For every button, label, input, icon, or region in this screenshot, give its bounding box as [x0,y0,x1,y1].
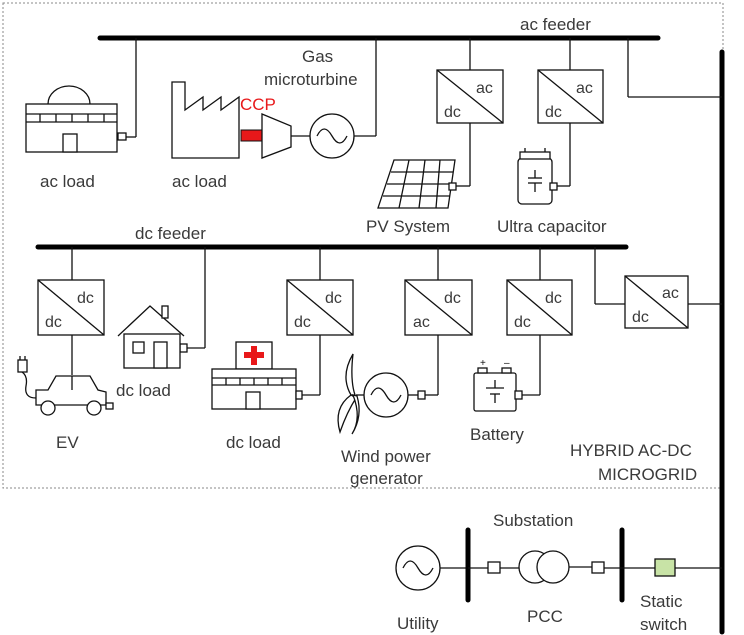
ac-load-1-label: ac load [40,172,95,191]
static-label-1: Static [640,592,683,611]
ev-converter [37,247,105,375]
ac-feeder-label: ac feeder [520,15,591,34]
hospital-converter [286,247,354,396]
wind-label-1: Wind power [341,447,431,466]
ultracap-converter [537,38,604,187]
ccp-label: CCP [240,95,276,114]
hybrid-label-1: HYBRID AC-DC [570,441,692,460]
pv-panel-icon [377,159,457,209]
static-switch [622,558,722,577]
ac-feeder-tie [627,38,722,98]
ultracap-label: Ultra capacitor [497,217,607,236]
ultracap-converter-bottom: dc [545,104,562,121]
hybrid-label-2: MICROGRID [598,465,697,484]
wind-converter-bottom: ac [413,314,430,331]
ultracapacitor-icon [517,148,558,205]
dc-load-house [117,247,206,369]
interlink-converter-top: ac [662,285,679,302]
battery-converter [506,247,573,396]
battery-label: Battery [470,425,524,444]
pv-converter-bottom: dc [444,104,461,121]
ev-label: EV [56,433,79,452]
ultracap-converter-top: ac [576,80,593,97]
wind-converter [404,247,473,396]
pcc-transformer [468,550,622,584]
dc-load-1-label: dc load [116,381,171,400]
battery-converter-bottom: dc [514,314,531,331]
ev-car-icon [17,356,114,416]
interlink-converter [594,247,722,329]
ac-load-factory [171,81,240,159]
pv-system-label: PV System [366,217,450,236]
utility-source [395,545,468,591]
static-label-2: switch [640,615,687,634]
gas-label-2: microturbine [264,70,358,89]
dc-feeder-label: dc feeder [135,224,206,243]
wind-label-2: generator [350,469,423,488]
wind-converter-top: dc [444,290,461,307]
hospital-converter-bottom: dc [294,314,311,331]
dc-load-2-label: dc load [226,433,281,452]
battery-icon: + – [473,358,523,412]
gas-microturbine [261,38,377,159]
ev-converter-top: dc [77,290,94,307]
svg-text:+: + [480,358,486,369]
interlink-converter-bottom: dc [632,309,649,326]
substation-label: Substation [493,511,573,530]
ccp-coupling [240,129,263,142]
ev-converter-bottom: dc [45,314,62,331]
wind-turbine-icon [337,353,426,435]
hospital-converter-top: dc [325,290,342,307]
pv-converter [436,38,504,187]
gas-label-1: Gas [302,47,333,66]
svg-text:–: – [504,358,510,369]
ac-load-building [25,38,137,153]
pv-converter-top: ac [476,80,493,97]
microgrid-boundary [2,2,724,489]
utility-label: Utility [397,614,439,633]
battery-converter-top: dc [545,290,562,307]
ac-load-2-label: ac load [172,172,227,191]
pcc-label: PCC [527,607,563,626]
hospital-icon [211,341,303,410]
